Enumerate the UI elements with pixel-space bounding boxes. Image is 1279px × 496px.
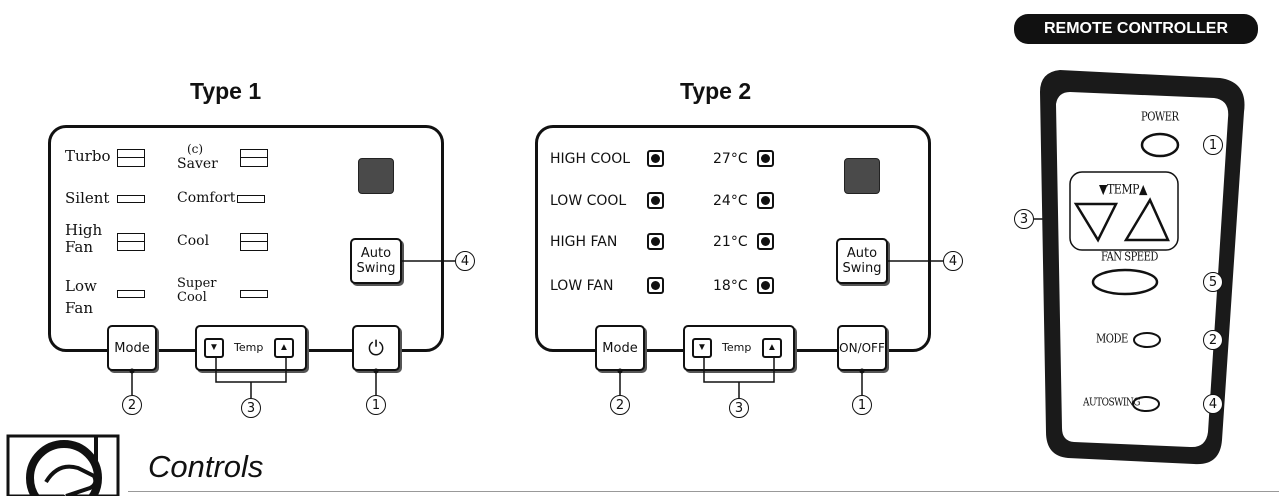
type2-led-18c bbox=[757, 277, 774, 294]
power-icon: ⏻ bbox=[368, 335, 384, 360]
type2-label-high-cool: HIGH COOL bbox=[550, 151, 631, 167]
callout-1: 1 bbox=[852, 395, 872, 415]
callout-2: 2 bbox=[122, 395, 142, 415]
remote-controller-badge: REMOTE CONTROLLER bbox=[1014, 14, 1258, 44]
type1-display bbox=[358, 158, 394, 194]
remote-fan-speed-label: FAN SPEED bbox=[1101, 250, 1158, 265]
type2-led-27c bbox=[757, 150, 774, 167]
type2-temp-up-button[interactable]: ▲ bbox=[762, 338, 782, 358]
type2-led-high-fan bbox=[647, 233, 664, 250]
type2-label-24c: 24°C bbox=[713, 193, 748, 209]
footer-divider bbox=[128, 491, 1279, 492]
type1-title: Type 1 bbox=[190, 78, 262, 104]
type2-led-low-cool bbox=[647, 192, 664, 209]
type1-indicator-super-cool bbox=[240, 290, 268, 298]
type1-auto-swing-button[interactable]: Auto Swing bbox=[350, 238, 402, 284]
callout-4: 4 bbox=[943, 251, 963, 271]
callout-3: 3 bbox=[241, 398, 261, 418]
type2-label-high-fan: HIGH FAN bbox=[550, 234, 618, 250]
type2-label-18c: 18°C bbox=[713, 278, 748, 294]
remote-mode-button[interactable] bbox=[1134, 333, 1160, 347]
remote-mode-label: MODE bbox=[1096, 332, 1128, 347]
footer-title: Controls bbox=[148, 449, 264, 484]
type2-label-low-fan: LOW FAN bbox=[550, 278, 614, 294]
type1-label-high-fan: High Fan bbox=[65, 221, 103, 256]
type2-mode-button[interactable]: Mode bbox=[595, 325, 645, 371]
type1-indicator-saver bbox=[240, 149, 268, 167]
type1-label-comfort: Comfort bbox=[177, 190, 236, 206]
type2-led-high-cool bbox=[647, 150, 664, 167]
callout-2: 2 bbox=[1203, 330, 1223, 350]
type1-label-cool: Cool bbox=[177, 233, 210, 249]
type2-label-21c: 21°C bbox=[713, 234, 748, 250]
type1-temp-up-button[interactable]: ▲ bbox=[274, 338, 294, 358]
triangle-up-icon: ▲ bbox=[767, 342, 777, 353]
type1-label-saver: Saver bbox=[177, 156, 218, 172]
type1-indicator-silent bbox=[117, 195, 145, 203]
remote-body bbox=[1040, 70, 1245, 465]
remote-temp-down-button[interactable] bbox=[1076, 204, 1116, 240]
triangle-down-icon: ▼ bbox=[697, 342, 707, 353]
triangle-up-icon: ▲ bbox=[279, 342, 289, 353]
type1-temp-down-button[interactable]: ▼ bbox=[204, 338, 224, 358]
type1-temp-label: Temp bbox=[234, 341, 264, 354]
callout-4: 4 bbox=[1203, 394, 1223, 414]
remote-temp-label: ▼TEMP▲ bbox=[1099, 181, 1147, 198]
type1-saver-symbol: (c) bbox=[187, 142, 204, 156]
type2-led-24c bbox=[757, 192, 774, 209]
remote-autoswing-button[interactable] bbox=[1133, 397, 1159, 411]
callout-1: 1 bbox=[1203, 135, 1223, 155]
type1-indicator-high-fan bbox=[117, 233, 145, 251]
type1-label-turbo: Turbo bbox=[65, 147, 111, 165]
type2-label-low-cool: LOW COOL bbox=[550, 193, 627, 209]
callout-3: 3 bbox=[1014, 209, 1034, 229]
callout-3: 3 bbox=[729, 398, 749, 418]
type2-temp-label: Temp bbox=[722, 341, 752, 354]
type1-indicator-comfort bbox=[237, 195, 265, 203]
type1-label-super-cool: Super Cool bbox=[177, 276, 217, 305]
callout-2: 2 bbox=[610, 395, 630, 415]
type2-auto-swing-button[interactable]: Auto Swing bbox=[836, 238, 888, 284]
type2-onoff-button[interactable]: ON/OFF bbox=[837, 325, 887, 371]
type2-temp-down-button[interactable]: ▼ bbox=[692, 338, 712, 358]
triangle-down-icon: ▼ bbox=[209, 342, 219, 353]
controls-hand-icon bbox=[6, 434, 120, 496]
remote-temp-up-button[interactable] bbox=[1126, 200, 1168, 240]
callout-5: 5 bbox=[1203, 272, 1223, 292]
type2-led-low-fan bbox=[647, 277, 664, 294]
callout-1: 1 bbox=[366, 395, 386, 415]
type2-display bbox=[844, 158, 880, 194]
remote-power-button[interactable] bbox=[1142, 134, 1178, 156]
callout-4: 4 bbox=[455, 251, 475, 271]
type2-label-27c: 27°C bbox=[713, 151, 748, 167]
remote-fan-speed-button[interactable] bbox=[1093, 270, 1157, 294]
type1-label-low-fan: Low Fan bbox=[65, 277, 97, 317]
remote-autoswing-label: AUTOSWING bbox=[1083, 397, 1141, 409]
type1-indicator-turbo bbox=[117, 149, 145, 167]
type1-power-button[interactable]: ⏻ bbox=[352, 325, 400, 371]
type1-label-silent: Silent bbox=[65, 189, 110, 207]
type1-indicator-low-fan bbox=[117, 290, 145, 298]
type1-indicator-cool bbox=[240, 233, 268, 251]
type2-title: Type 2 bbox=[680, 78, 752, 104]
remote-power-label: POWER bbox=[1141, 110, 1179, 125]
type2-led-21c bbox=[757, 233, 774, 250]
